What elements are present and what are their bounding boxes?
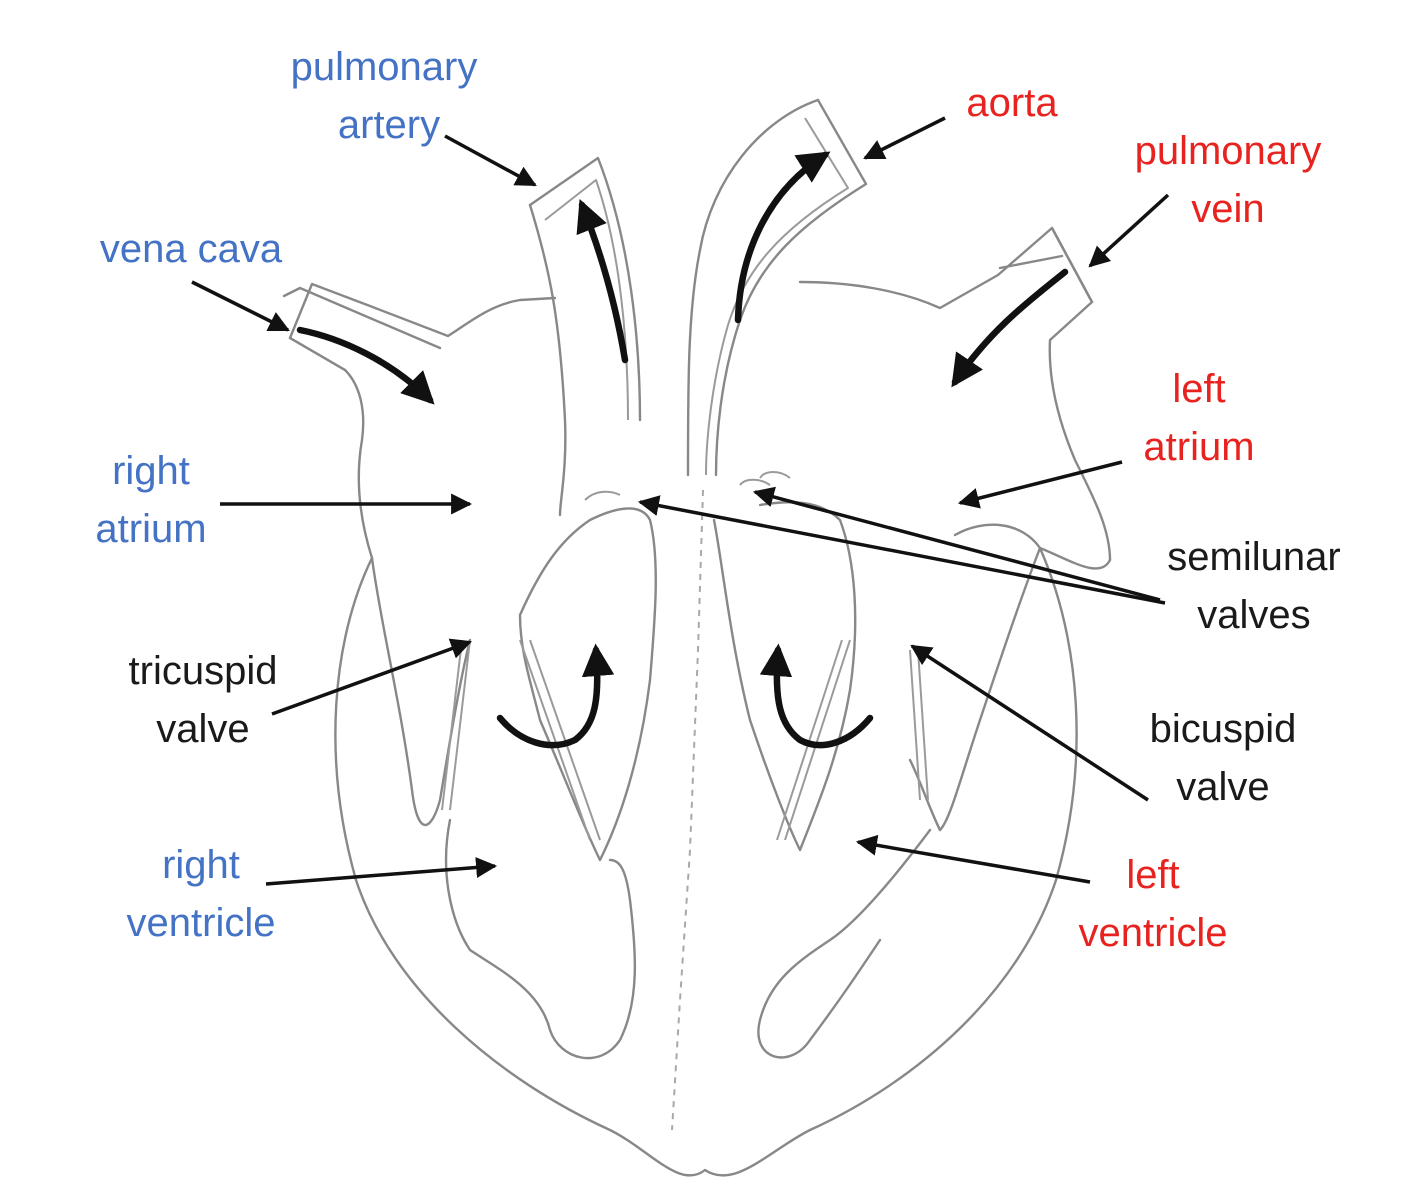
flow-arrow-pulmonary-artery	[576, 198, 629, 364]
label-pulmonary-vein: pulmonary vein	[1112, 122, 1344, 238]
left-chordae-2	[776, 639, 851, 841]
label-line: right	[112, 449, 190, 493]
label-line: left	[1172, 367, 1226, 411]
label-vena-cava: vena cava	[86, 220, 296, 278]
valve-left-cusp	[584, 490, 621, 501]
flow-arrow-pulmonary-vein	[951, 268, 1069, 388]
label-line: atrium	[1143, 425, 1255, 469]
pointer-aorta	[863, 116, 946, 160]
pointer-semilunar-right	[752, 486, 1161, 602]
left-papillary	[908, 546, 1042, 832]
label-tricuspid-valve: tricuspid valve	[106, 642, 300, 758]
outer-wall	[334, 523, 1078, 1177]
right-ventricle-trabecula	[444, 818, 637, 1060]
left-ventricle-inner-wall	[712, 501, 857, 852]
label-line: valve	[156, 707, 250, 751]
label-line: valves	[1197, 593, 1311, 637]
label-line: atrium	[95, 507, 207, 551]
label-line: pulmonary	[290, 45, 478, 89]
pointer-left-ventricle	[855, 834, 1091, 884]
bicuspid-chordae	[909, 649, 929, 801]
pointer-semilunar-left	[637, 495, 1166, 605]
pulmonary-artery-inner	[544, 179, 629, 421]
label-line: ventricle	[1078, 911, 1228, 955]
label-left-ventricle: left ventricle	[1056, 846, 1250, 962]
label-aorta: aorta	[950, 74, 1074, 132]
left-atrium-wall	[1038, 546, 1112, 570]
aorta-back-wall	[686, 98, 820, 477]
right-atrium-wall	[343, 368, 374, 560]
label-bicuspid-valve: bicuspid valve	[1126, 700, 1320, 816]
label-line: vena cava	[99, 227, 283, 271]
label-line: pulmonary	[1134, 129, 1322, 173]
label-line: vein	[1191, 187, 1265, 231]
right-papillary	[370, 556, 472, 827]
flow-arrow-right-ventricle	[496, 643, 615, 749]
interior	[370, 471, 1042, 1131]
flow-arrow-aorta	[734, 151, 831, 324]
label-left-atrium: left atrium	[1124, 360, 1274, 476]
pointer-tricuspid	[271, 638, 472, 716]
label-line: bicuspid	[1149, 707, 1297, 751]
right-ventricle-inner-wall	[518, 507, 657, 862]
label-line: valve	[1176, 765, 1270, 809]
pointer-pulmonary-artery	[444, 134, 537, 187]
flow-arrows	[296, 151, 1069, 749]
label-line: ventricle	[126, 901, 276, 945]
pulmonary-vein	[998, 226, 1094, 304]
label-line: left	[1126, 853, 1180, 897]
pointer-right-ventricle	[265, 857, 498, 886]
aorta-inner	[705, 117, 849, 476]
pointer-pulmonary-vein	[1088, 193, 1170, 268]
vena-cava	[282, 286, 442, 372]
label-pulmonary-artery: pulmonary artery	[268, 38, 500, 154]
label-semilunar-valves: semilunar valves	[1144, 528, 1364, 644]
right-atrium-top	[288, 282, 557, 372]
left-ventricle-trabecula	[757, 828, 932, 1059]
label-line: right	[162, 843, 240, 887]
valve-right-cusp	[739, 471, 791, 486]
label-right-ventricle: right ventricle	[104, 836, 298, 952]
label-line: aorta	[966, 81, 1058, 125]
vessels	[282, 98, 1094, 517]
label-pointers	[191, 116, 1170, 886]
pulmonary-artery-outer	[528, 156, 642, 422]
label-line: tricuspid	[128, 649, 278, 693]
flow-arrow-vena-cava	[296, 326, 435, 405]
pointer-left-atrium	[957, 460, 1123, 509]
pointer-bicuspid	[910, 644, 1149, 802]
right-chordae-2	[519, 639, 601, 841]
tricuspid-chordae	[441, 639, 471, 811]
flow-arrow-left-ventricle	[759, 643, 874, 749]
pointer-vena-cava	[191, 280, 290, 332]
left-atrium-top	[798, 226, 1112, 562]
label-right-atrium: right atrium	[76, 442, 226, 558]
pulmonary-artery-left-wall	[528, 203, 567, 517]
septum-line	[671, 489, 704, 1131]
label-line: artery	[337, 103, 441, 147]
heart-outline	[288, 226, 1112, 1177]
label-line: semilunar	[1167, 535, 1341, 579]
